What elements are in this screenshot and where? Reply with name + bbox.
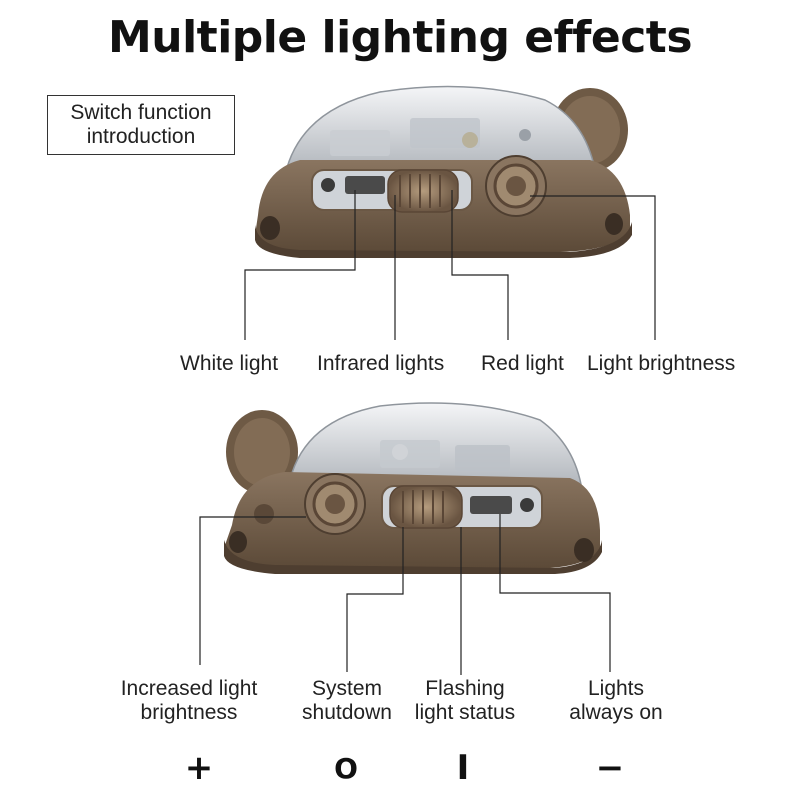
label-light-brightness: Light brightness [587,352,736,375]
label-line: brightness [140,701,238,724]
badge-line-2: introduction [86,125,196,148]
label-red-light: Red light [481,352,564,375]
device-bottom [224,402,602,574]
slider-knob-top [387,169,459,213]
label-line: shutdown [302,701,392,724]
device-top [255,85,632,258]
callout-lines-bottom [199,514,611,675]
callout-lines-top [244,190,656,340]
symbol-plus: + [184,748,214,788]
label-line: Lights [587,677,645,700]
label-line: Increased light [120,677,258,700]
section-badge: Switch function introduction [47,95,235,155]
label-white-light: White light [180,352,279,375]
label-always-on: Lights always on [560,677,672,725]
label-line: System [311,677,382,700]
label-increased-brightness: Increased light brightness [114,677,264,725]
symbol-minus: − [595,748,625,788]
label-flashing-status: Flashing light status [405,677,525,725]
label-infrared-lights: Infrared lights [317,352,445,375]
label-line: always on [569,701,663,724]
page-title: Multiple lighting effects [107,12,693,63]
label-system-shutdown: System shutdown [292,677,402,725]
symbol-zero: O [334,752,358,785]
symbol-one: I [456,748,470,788]
label-line: Flashing [425,677,505,700]
badge-line-1: Switch function [70,101,212,124]
label-line: light status [414,701,516,724]
slider-knob-bottom [389,485,463,529]
